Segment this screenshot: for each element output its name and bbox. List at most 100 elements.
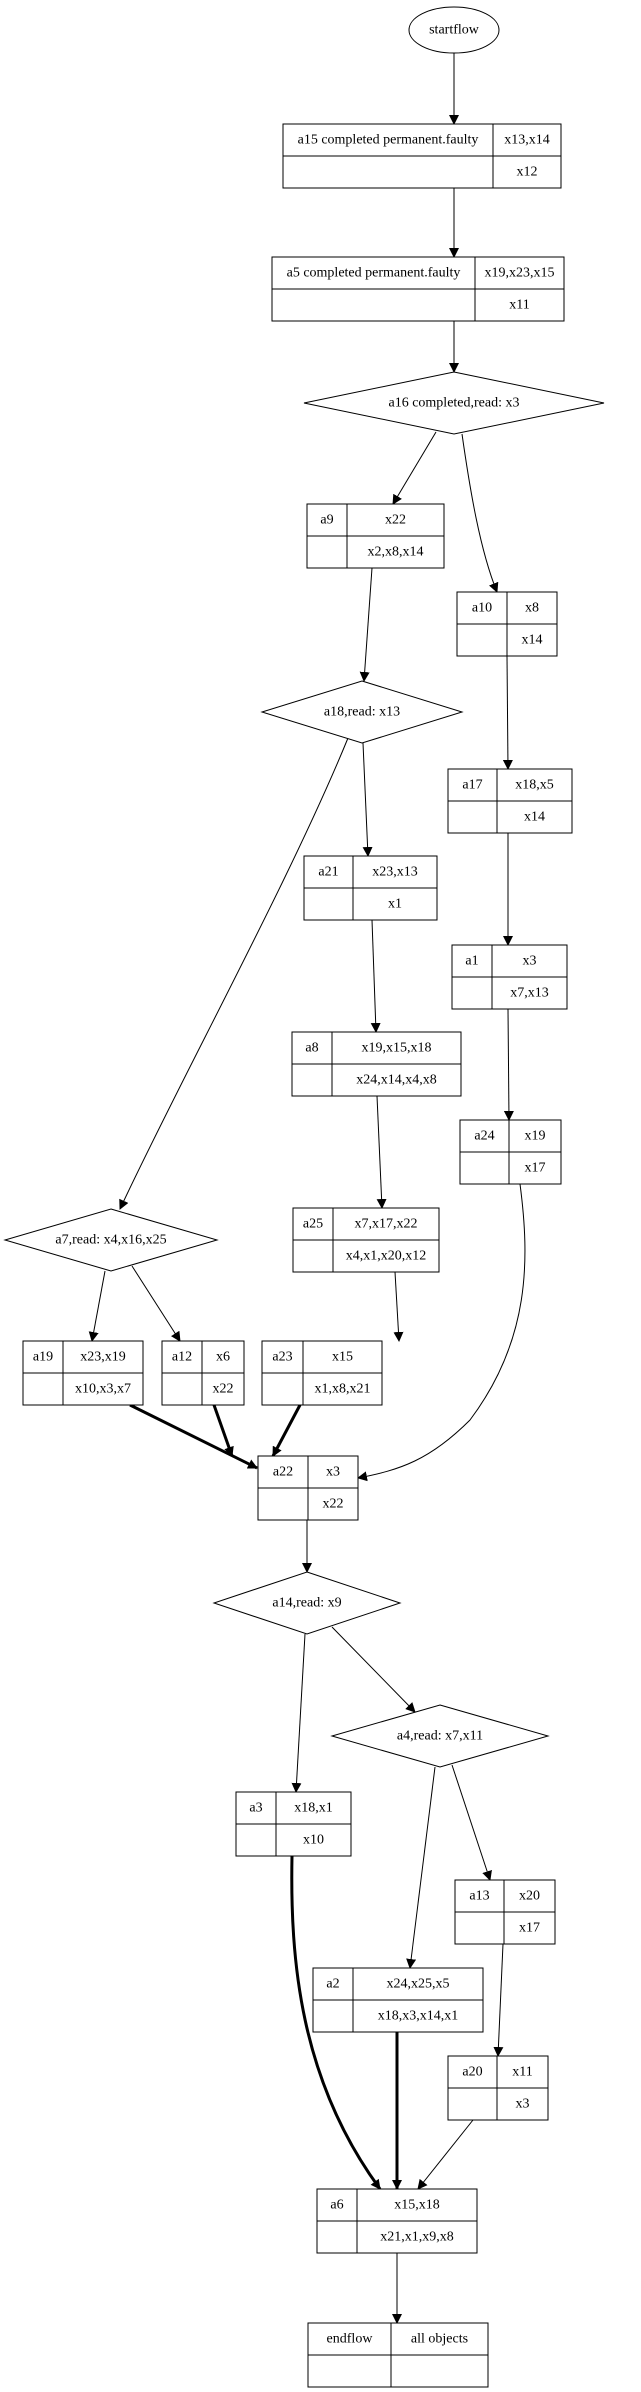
written-objects: x8 <box>525 601 539 616</box>
node-a1[interactable]: a1 x3 x7,x13 <box>451 944 568 1010</box>
read-objects: x1,x8,x21 <box>315 1382 371 1397</box>
read-objects: x10,x3,x7 <box>75 1382 131 1397</box>
read-objects: x17 <box>519 1921 540 1936</box>
read-objects: x14 <box>524 810 545 825</box>
activity-label: a6 <box>330 2198 343 2213</box>
written-objects: x15,x18 <box>394 2198 440 2213</box>
node-a7[interactable]: a7,read: x4,x16,x25 <box>3 1208 219 1272</box>
read-objects: x1 <box>388 897 402 912</box>
edge-a7-to-a19 <box>88 1270 106 1342</box>
node-a21[interactable]: a21 x23,x13 x1 <box>303 855 438 921</box>
edge-a4-to-a13 <box>451 1764 492 1881</box>
activity-label: a9 <box>320 513 333 528</box>
read-objects: x7,x13 <box>510 986 549 1001</box>
edge-a16-to-a9 <box>392 431 437 505</box>
written-objects: x19 <box>525 1129 546 1144</box>
read-objects: x22 <box>323 1497 344 1512</box>
written-objects: x6 <box>216 1350 230 1365</box>
edge-a13-to-a20 <box>493 1943 504 2057</box>
written-objects: x23,x19 <box>80 1350 126 1365</box>
activity-label: a21 <box>318 865 338 880</box>
activity-label: a1 <box>465 954 478 969</box>
edge-a7-to-a12 <box>131 1265 181 1342</box>
activity-label: a5 completed permanent.faulty <box>287 266 461 281</box>
read-objects: x21,x1,x9,x8 <box>380 2230 454 2245</box>
written-objects: x18,x5 <box>515 778 554 793</box>
read-objects: x18,x3,x14,x1 <box>378 2009 459 2024</box>
edge-a8-to-a25 <box>376 1095 387 1209</box>
activity-label: a3 <box>249 1801 262 1816</box>
written-objects: x13,x14 <box>504 133 550 148</box>
written-objects: x11 <box>512 2065 532 2080</box>
written-objects: x15 <box>332 1350 353 1365</box>
read-objects: x24,x14,x4,x8 <box>356 1073 437 1088</box>
written-objects: x3 <box>523 954 537 969</box>
node-a4[interactable]: a4,read: x7,x11 <box>330 1704 550 1768</box>
written-objects: x7,x17,x22 <box>355 1217 418 1232</box>
decision-diamond <box>260 680 464 744</box>
edge-a12-to-a22 <box>212 1404 234 1457</box>
decision-label: a7,read: x4,x16,x25 <box>55 1233 166 1248</box>
decision-diamond <box>3 1208 219 1272</box>
node-startflow[interactable]: startflow <box>408 6 500 54</box>
start-ellipse <box>408 6 500 54</box>
edge-a19-to-a22 <box>129 1403 258 1470</box>
read-objects: x12 <box>517 165 538 180</box>
read-objects: x22 <box>213 1382 234 1397</box>
read-objects: x17 <box>525 1161 546 1176</box>
node-a16[interactable]: a16 completed,read: x3 <box>303 371 605 435</box>
node-a17[interactable]: a17 x18,x5 x14 <box>447 768 573 834</box>
read-objects: x3 <box>516 2097 530 2112</box>
edge-a21-to-a8 <box>370 919 381 1033</box>
edge-a18-to-a7 <box>119 737 349 1210</box>
activity-label: a13 <box>469 1889 489 1904</box>
read-objects: x2,x8,x14 <box>368 545 424 560</box>
node-a6[interactable]: a6 x15,x18 x21,x1,x9,x8 <box>316 2188 478 2254</box>
edge-a20-to-a6 <box>417 2119 474 2190</box>
written-objects: x20 <box>519 1889 540 1904</box>
edge-a14-to-a4 <box>331 1626 416 1713</box>
activity-label: a8 <box>305 1041 318 1056</box>
written-objects: x19,x23,x15 <box>485 266 555 281</box>
edges-layer <box>88 53 526 2324</box>
edge-a23-to-a22 <box>271 1404 302 1457</box>
node-a12[interactable]: a12 x6 x22 <box>161 1340 245 1406</box>
edge-a18-to-a21 <box>362 742 373 857</box>
node-a3[interactable]: a3 x18,x1 x10 <box>235 1791 352 1857</box>
decision-diamond <box>330 1704 550 1768</box>
read-objects: x10 <box>303 1833 324 1848</box>
activity-label: a12 <box>172 1350 192 1365</box>
edge-a1-to-a24 <box>503 1008 514 1121</box>
node-a9[interactable]: a9 x22 x2,x8,x14 <box>306 503 445 569</box>
decision-diamond <box>212 1571 402 1635</box>
edge-a14-to-a3 <box>291 1633 306 1793</box>
edge-a10-to-a17 <box>502 655 513 770</box>
activity-label: endflow <box>327 2332 374 2347</box>
edge-a4-to-a2 <box>406 1766 436 1969</box>
node-a13[interactable]: a13 x20 x17 <box>454 1879 556 1945</box>
start-label: startflow <box>429 23 480 38</box>
node-a5[interactable]: a5 completed permanent.faulty x19,x23,x15… <box>271 256 565 322</box>
written-objects: x22 <box>385 513 406 528</box>
edge-a24-to-a22 <box>357 1183 526 1482</box>
node-a14[interactable]: a14,read: x9 <box>212 1571 402 1635</box>
written-objects: x18,x1 <box>294 1801 333 1816</box>
written-objects: x23,x13 <box>372 865 418 880</box>
activity-label: a17 <box>462 778 482 793</box>
edge-a16-to-a10 <box>461 433 499 593</box>
read-objects: x4,x1,x20,x12 <box>346 1249 427 1264</box>
node-a18[interactable]: a18,read: x13 <box>260 680 464 744</box>
